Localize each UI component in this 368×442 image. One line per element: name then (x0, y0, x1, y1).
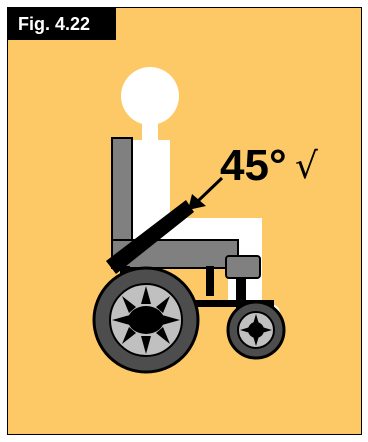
figure-number-label: Fig. 4.22 (8, 8, 116, 40)
figure-panel: 45° √ Fig. 4.22 (7, 7, 362, 435)
check-mark: √ (295, 146, 318, 187)
front-caster-icon (228, 302, 284, 358)
pointer-arrow-icon (188, 178, 222, 210)
angle-label: 45° (220, 141, 287, 190)
rear-wheel-icon (94, 268, 198, 372)
wheelchair-illustration: 45° √ (8, 8, 362, 435)
